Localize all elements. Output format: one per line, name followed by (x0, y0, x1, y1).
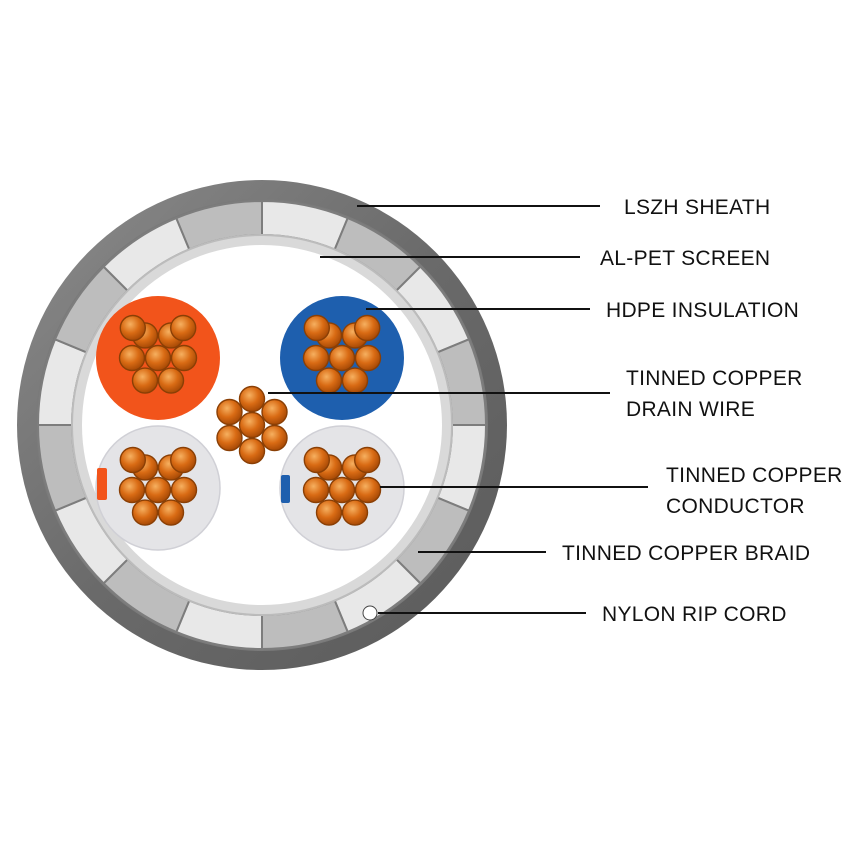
copper-strand (354, 314, 381, 342)
label-lszh-sheath: LSZH SHEATH (624, 196, 770, 219)
copper-strand (131, 499, 159, 526)
copper-strand (302, 476, 330, 504)
copper-strand (302, 344, 330, 372)
copper-strand (261, 398, 288, 426)
copper-strand (216, 398, 243, 426)
copper-strand (170, 476, 198, 504)
orange-stripe-marker (97, 468, 107, 500)
copper-strand (118, 344, 146, 372)
label-drain-wire-line2: DRAIN WIRE (626, 398, 755, 421)
copper-strand (315, 367, 343, 394)
copper-strand (169, 446, 197, 474)
label-rip-cord: NYLON RIP CORD (602, 603, 787, 626)
copper-strand (157, 367, 185, 394)
copper-strand (216, 424, 243, 452)
label-al-pet-screen: AL-PET SCREEN (600, 247, 770, 270)
copper-strands (118, 314, 382, 526)
copper-strand (144, 344, 172, 372)
copper-strand (119, 314, 147, 342)
copper-strand (238, 411, 266, 439)
copper-strand (341, 367, 369, 394)
copper-strand (303, 446, 330, 474)
copper-strand (131, 367, 159, 394)
copper-strand (328, 476, 356, 504)
copper-strand (303, 314, 330, 342)
copper-strand (119, 446, 147, 474)
copper-strand (144, 476, 172, 504)
copper-strand (238, 437, 266, 465)
copper-strand (354, 446, 381, 474)
copper-strand (238, 385, 266, 413)
label-conductor-line2: CONDUCTOR (666, 495, 805, 518)
label-conductor-line1: TINNED COPPER (666, 464, 843, 487)
copper-strand (315, 499, 343, 526)
copper-strand (261, 424, 288, 452)
copper-strand (170, 344, 198, 372)
blue-stripe-marker (281, 475, 290, 503)
label-hdpe-insulation: HDPE INSULATION (606, 299, 799, 322)
label-braid: TINNED COPPER BRAID (562, 542, 810, 565)
copper-strand (118, 476, 146, 504)
copper-strand (328, 344, 356, 372)
copper-strand (354, 476, 382, 504)
copper-strand (157, 499, 185, 526)
copper-strand (354, 344, 382, 372)
white-dot-icon (362, 605, 378, 621)
copper-strand (341, 499, 369, 526)
label-drain-wire-line1: TINNED COPPER (626, 367, 803, 390)
copper-strand (169, 314, 197, 342)
